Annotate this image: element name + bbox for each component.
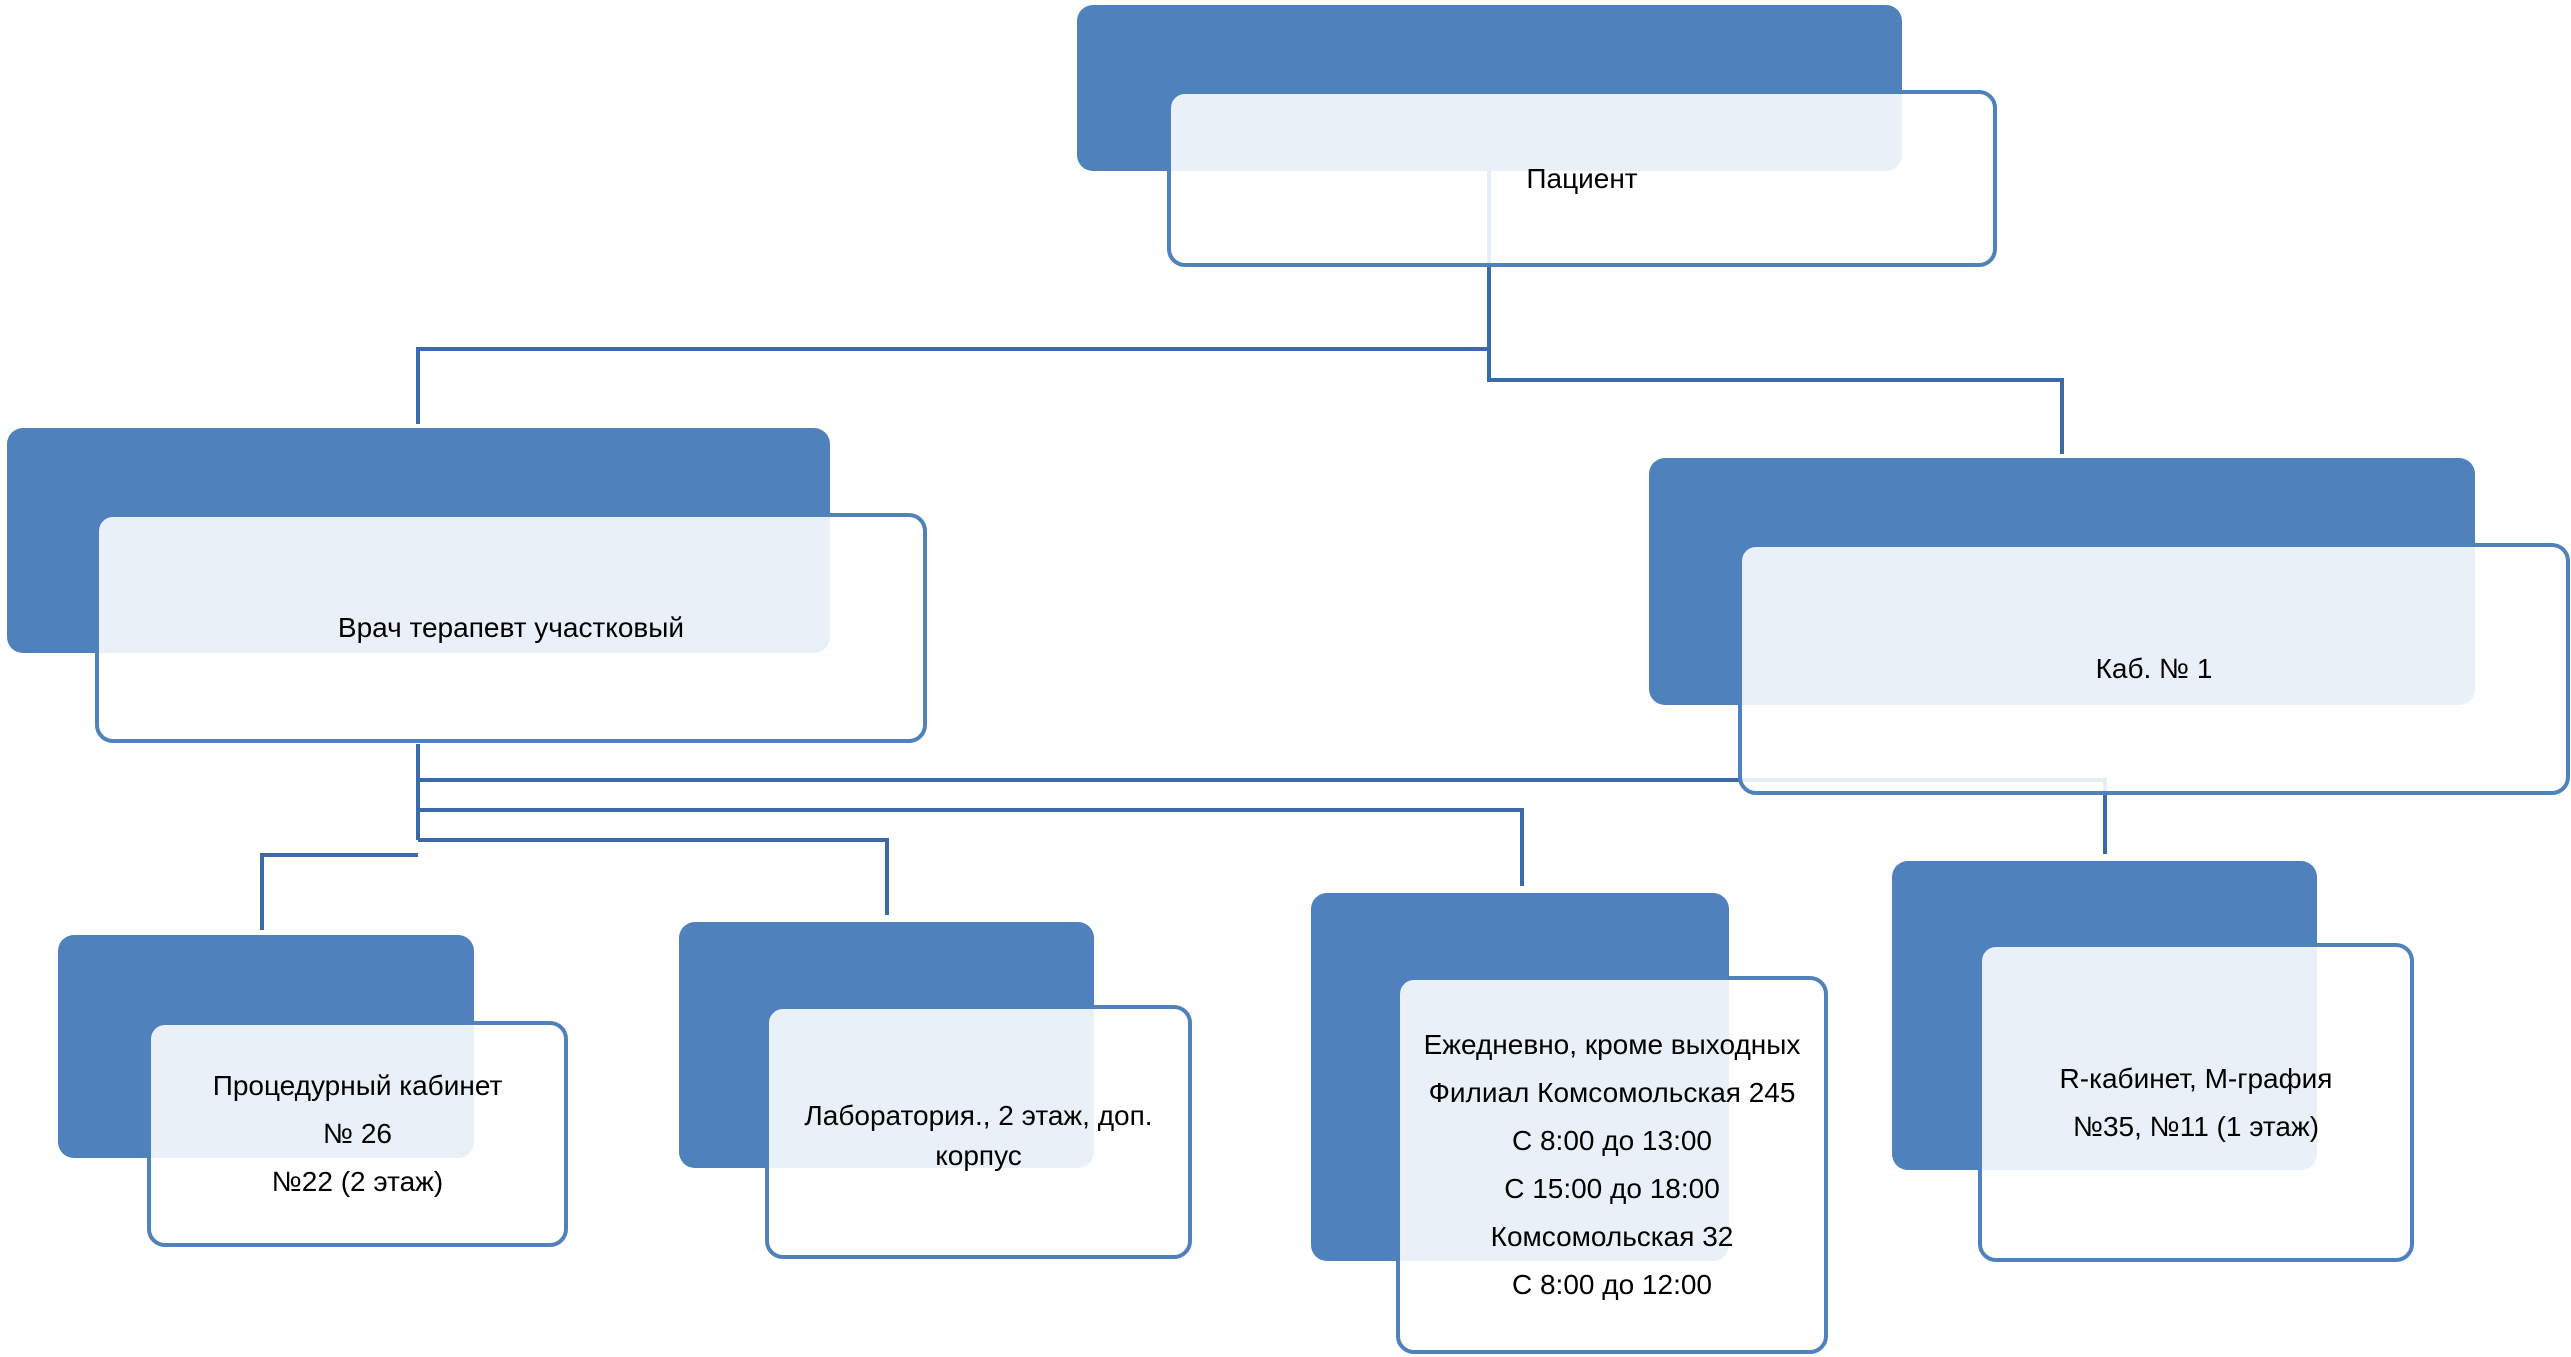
node-schedule-box: Ежедневно, кроме выходных Филиал Комсомо…	[1396, 976, 1828, 1354]
node-schedule-line-3: С 8:00 до 13:00	[1511, 1125, 1713, 1156]
node-cabinet1: Каб. № 1	[1649, 458, 2571, 798]
node-schedule-line-2: Филиал Комсомольская 245	[1428, 1077, 1796, 1108]
node-cabinet1-box: Каб. № 1	[1738, 543, 2570, 795]
node-schedule-line-6: С 8:00 до 12:00	[1511, 1269, 1713, 1300]
node-therapist: Врач терапевт участковый	[7, 428, 927, 746]
node-therapist-label: Врач терапевт участковый	[337, 612, 685, 643]
connector-therapist-procedure	[260, 853, 418, 930]
node-laboratory-box: Лаборатория., 2 этаж, доп. корпус	[765, 1005, 1192, 1259]
node-schedule: Ежедневно, кроме выходных Филиал Комсомо…	[1311, 893, 1830, 1357]
node-procedure-line-3: №22 (2 этаж)	[271, 1166, 444, 1197]
node-laboratory-line-1: Лаборатория., 2 этаж, доп.	[804, 1100, 1153, 1131]
connector-therapist-laboratory	[418, 838, 889, 915]
node-schedule-line-1: Ежедневно, кроме выходных	[1423, 1029, 1801, 1060]
node-patient-label: Пациент	[1526, 162, 1638, 194]
connector-patient-cabinet1	[1487, 262, 2064, 454]
node-procedure: Процедурный кабинет № 26 №22 (2 этаж)	[58, 935, 570, 1250]
node-xray-box: R-кабинет, М-графия №35, №11 (1 этаж)	[1978, 943, 2414, 1262]
node-procedure-line-1: Процедурный кабинет	[212, 1070, 503, 1101]
node-patient-box: Пациент	[1167, 90, 1997, 267]
node-xray-line-2: №35, №11 (1 этаж)	[2072, 1110, 2320, 1142]
connector-therapist-schedule	[418, 808, 1524, 886]
node-therapist-box: Врач терапевт участковый	[95, 513, 927, 743]
node-xray: R-кабинет, М-графия №35, №11 (1 этаж)	[1892, 861, 2417, 1265]
node-patient: Пациент	[1077, 5, 1997, 267]
node-laboratory: Лаборатория., 2 этаж, доп. корпус	[679, 922, 1194, 1262]
node-procedure-line-2: № 26	[323, 1118, 392, 1149]
node-schedule-line-5: Комсомольская 32	[1490, 1221, 1734, 1252]
node-cabinet1-label: Каб. № 1	[2095, 653, 2213, 684]
node-laboratory-line-2: корпус	[935, 1140, 1022, 1171]
node-xray-line-1: R-кабинет, М-графия	[2059, 1062, 2333, 1094]
node-procedure-box: Процедурный кабинет № 26 №22 (2 этаж)	[147, 1021, 568, 1247]
node-schedule-line-4: С 15:00 до 18:00	[1504, 1173, 1720, 1204]
connector-patient-therapist	[416, 347, 1489, 424]
